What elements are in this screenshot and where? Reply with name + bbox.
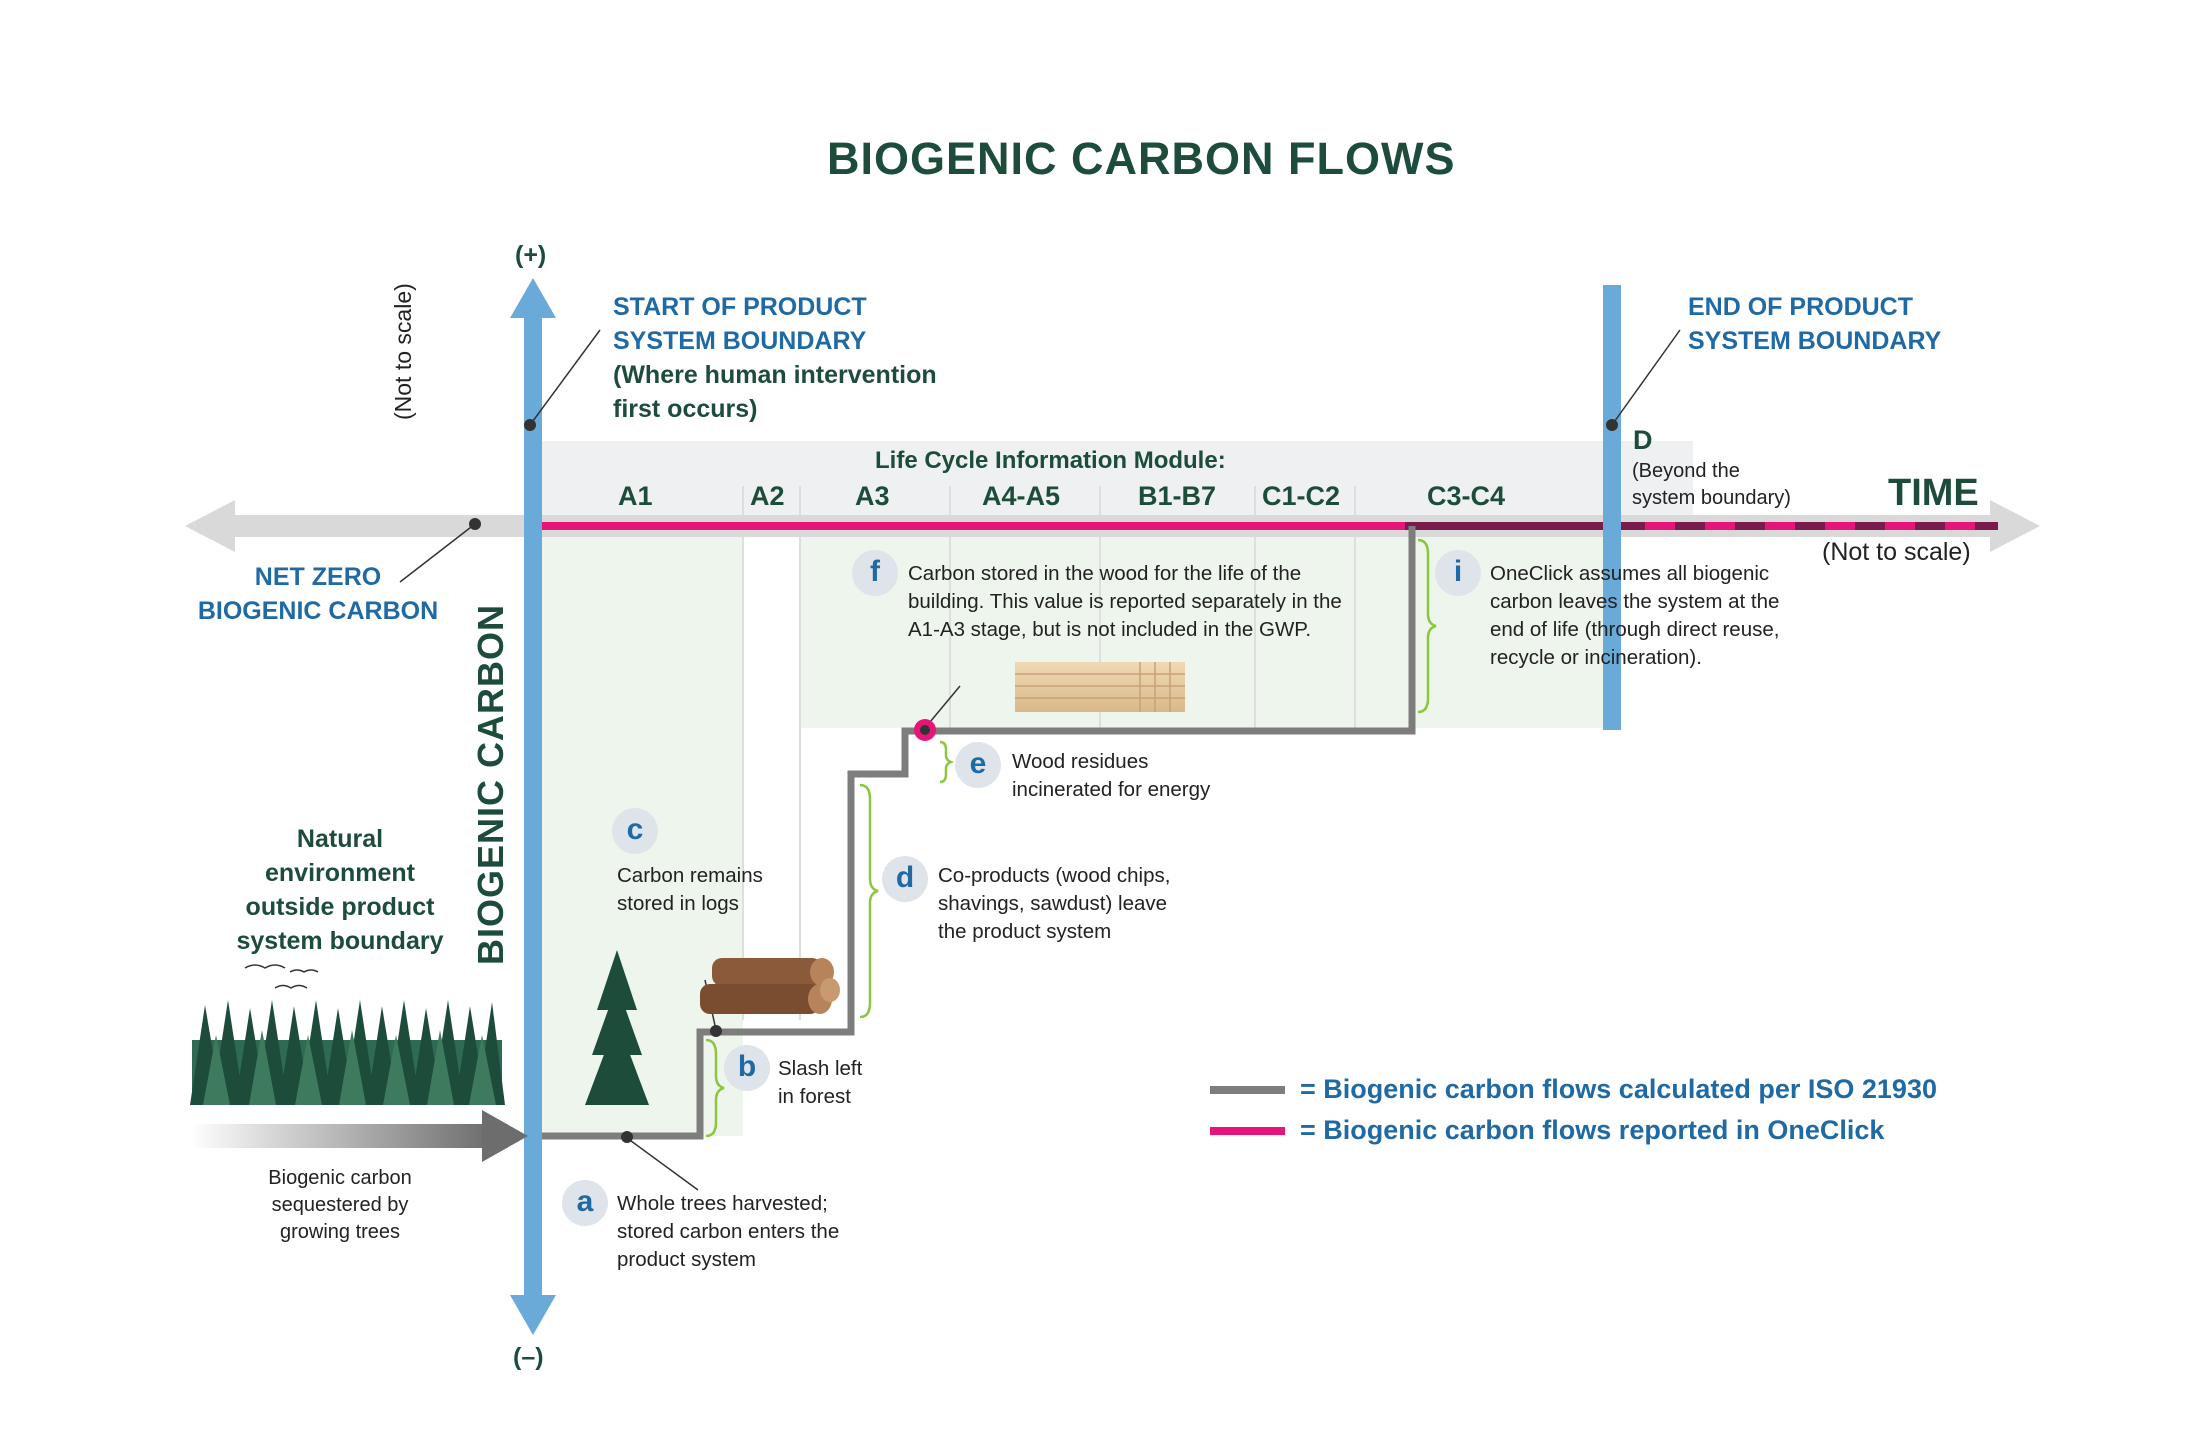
net-zero-label: NET ZERO BIOGENIC CARBON	[197, 563, 439, 625]
diagram-title: BIOGENIC CARBON FLOWS	[827, 133, 1456, 184]
end-boundary-bar	[1603, 285, 1621, 730]
module-c1-c2: C1-C2	[1262, 481, 1341, 511]
legend-calculated: = Biogenic carbon flows calculated per I…	[1300, 1074, 1937, 1104]
annotation-d-text: Co-products (wood chips, shavings, sawdu…	[938, 864, 1171, 943]
annotation-f-text: Carbon stored in the wood for the life o…	[908, 562, 1342, 641]
annotation-i-text: OneClick assumes all biogenic carbon lea…	[1490, 562, 1780, 669]
annotation-a-badge: a	[562, 1180, 608, 1226]
module-a3: A3	[855, 481, 890, 511]
annotation-b-badge: b	[724, 1045, 770, 1091]
annotation-i-badge: i	[1435, 550, 1481, 596]
carbon-axis	[510, 278, 556, 1335]
axis-plus-label: (+)	[515, 241, 547, 269]
annotation-b-text: Slash left in forest	[778, 1057, 863, 1108]
annotation-e-badge: e	[955, 742, 1001, 788]
module-a2: A2	[750, 481, 785, 511]
lumber-stack	[1015, 662, 1185, 712]
module-d-note: (Beyond the system boundary)	[1632, 460, 1791, 509]
annotation-e-text: Wood residues incinerated for energy	[1012, 750, 1211, 801]
module-b1-b7: B1-B7	[1138, 481, 1217, 511]
start-boundary-label: START OF PRODUCT SYSTEM BOUNDARY (Where …	[613, 293, 937, 423]
annotation-a-text: Whole trees harvested; stored carbon ent…	[617, 1192, 840, 1271]
sequestration-label: Biogenic carbon sequestered by growing t…	[268, 1167, 412, 1243]
sequestration-arrow	[190, 1110, 528, 1162]
axis-minus-label: (–)	[513, 1343, 544, 1371]
x-scale-note: (Not to scale)	[1822, 538, 1971, 566]
module-header: Life Cycle Information Module:	[875, 447, 1226, 474]
natural-environment-label: Natural environment outside product syst…	[236, 825, 444, 955]
module-d: D	[1633, 425, 1653, 455]
annotation-c-text: Carbon remains stored in logs	[617, 864, 763, 915]
end-boundary-label: END OF PRODUCT SYSTEM BOUNDARY	[1688, 293, 1942, 355]
braces	[705, 538, 1437, 1138]
annotation-f-badge: f	[852, 550, 898, 596]
annotation-d-badge: d	[882, 856, 928, 902]
birds	[244, 964, 319, 989]
x-axis-label: TIME	[1888, 472, 1979, 514]
forest	[190, 1000, 505, 1105]
module-band	[533, 441, 1693, 1136]
module-a4-a5: A4-A5	[982, 481, 1061, 511]
leader-dots	[469, 419, 1618, 1143]
pine-tree	[585, 950, 649, 1105]
y-axis-label: BIOGENIC CARBON	[470, 603, 511, 965]
calculated-flow-line	[533, 526, 1416, 1140]
module-a1: A1	[618, 481, 653, 511]
legend-reported: = Biogenic carbon flows reported in OneC…	[1300, 1115, 1885, 1145]
logs	[700, 958, 840, 1014]
annotation-c-badge: c	[612, 808, 658, 854]
y-scale-note: (Not to scale)	[390, 283, 416, 420]
module-c3-c4: C3-C4	[1427, 481, 1506, 511]
